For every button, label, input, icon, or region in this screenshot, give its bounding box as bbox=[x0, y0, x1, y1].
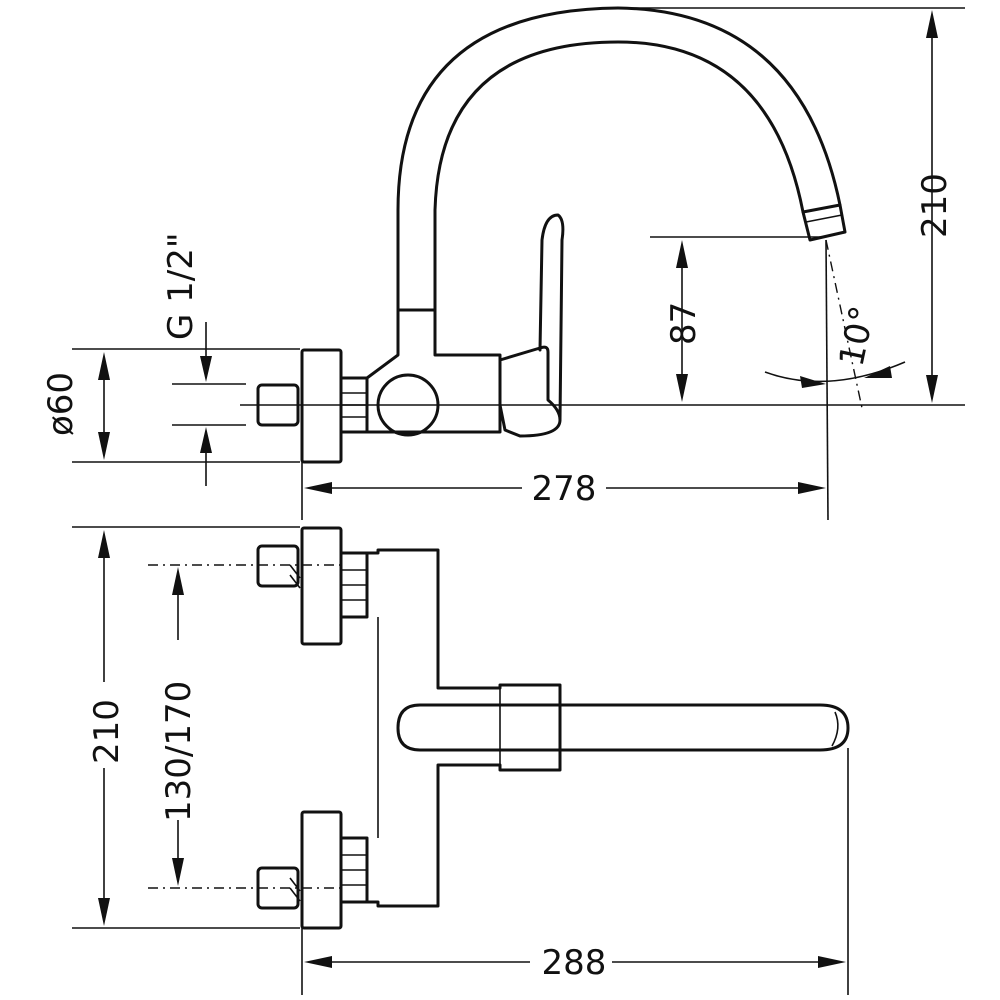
aerator bbox=[801, 203, 847, 242]
spout-angle-line bbox=[825, 239, 863, 409]
dim-278-label: 278 bbox=[532, 469, 597, 509]
plan-view: 210 130/170 288 bbox=[72, 526, 850, 995]
angle-arrow-left bbox=[800, 376, 826, 388]
mixer-body bbox=[365, 308, 502, 434]
spout-inner bbox=[433, 40, 805, 312]
lever-handle bbox=[538, 213, 565, 422]
wall-flange bbox=[300, 348, 343, 464]
spout-tip-detail bbox=[831, 711, 839, 747]
angle-arrow-right bbox=[864, 366, 892, 378]
dim-210-top-label: 210 bbox=[915, 173, 955, 238]
body-end-cap bbox=[376, 373, 440, 437]
lever-handle-base bbox=[498, 345, 562, 438]
upper-flange bbox=[300, 526, 343, 646]
spout-plan bbox=[396, 703, 850, 752]
dim-60-label: ø60 bbox=[41, 372, 81, 436]
lower-flange bbox=[300, 810, 343, 930]
dim-87-label: 87 bbox=[664, 302, 704, 345]
dim-288-label: 288 bbox=[542, 943, 607, 983]
dim-centers-label: 130/170 bbox=[159, 681, 199, 822]
spout-angle-label: 10° bbox=[832, 303, 884, 370]
inlet-connector bbox=[256, 383, 300, 427]
spout-outer bbox=[396, 6, 842, 312]
side-elevation-view: 10° 87 210 278 ø60 G 1/2" bbox=[41, 6, 965, 521]
thread-label: G 1/2" bbox=[161, 232, 201, 340]
dim-210-bottom-label: 210 bbox=[87, 699, 127, 764]
spout-vertical-line bbox=[825, 239, 829, 521]
mixer-body-plan bbox=[365, 548, 562, 908]
upper-inlet-connector bbox=[256, 544, 300, 588]
